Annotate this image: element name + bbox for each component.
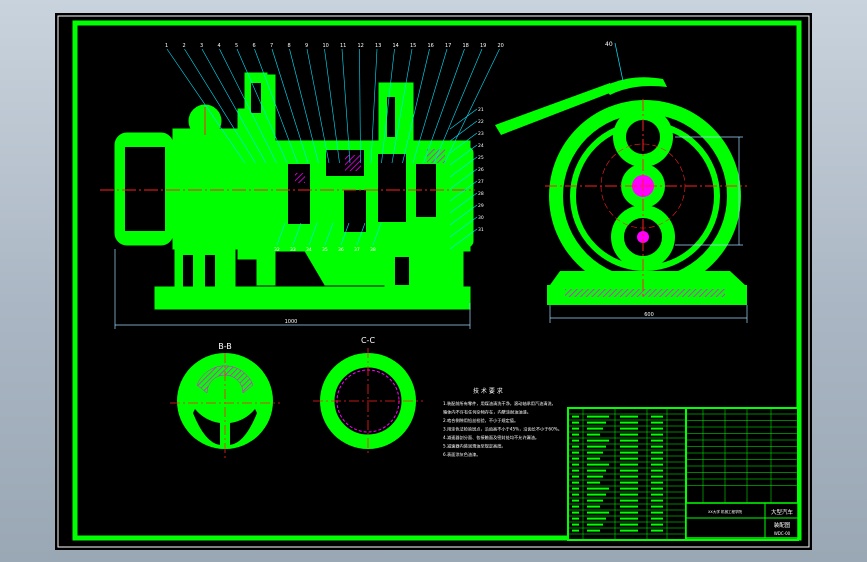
notes-line: 2.啮合侧隙用铅丝检验，不小于规定值。 [443, 417, 518, 424]
callout-label: 18 [463, 43, 469, 49]
outer-border [57, 15, 810, 548]
side-callout: 40 [605, 41, 613, 48]
callout-label: 34 [306, 247, 312, 253]
front-overall-dimension-value: 1000 [285, 319, 298, 325]
side-width-dimension: 600 [644, 312, 654, 318]
callout-label: 30 [478, 215, 484, 221]
front-overall-dimension [114, 249, 471, 329]
callout-label: 14 [393, 43, 399, 49]
callout-label: 25 [478, 155, 484, 161]
callout-label: 19 [480, 43, 486, 49]
callout-label: 28 [478, 191, 484, 197]
section-b-label: B-B [218, 342, 232, 351]
callout-label: 17 [445, 43, 451, 49]
base-plate [154, 286, 471, 304]
callout-label: 37 [354, 247, 360, 253]
callout-label: 4 [218, 43, 221, 49]
bill-of-materials [567, 407, 799, 541]
motor-stator [172, 128, 239, 250]
callout-label: 26 [478, 167, 484, 173]
front-view [114, 72, 474, 310]
callout-label: 8 [288, 43, 291, 49]
callout-label: 33 [290, 247, 296, 253]
callout-label: 5 [235, 43, 238, 49]
callout-label: 11 [340, 43, 346, 49]
title-block-code: WDC-00 [774, 531, 791, 536]
callout-label: 9 [305, 43, 308, 49]
callout-label: 2 [183, 43, 186, 49]
callout-label: 1 [165, 43, 168, 49]
notes-line: 3.用涂色法检验斑点，沿齿高不小于45%，沿齿长不小于60%。 [443, 426, 562, 433]
handle-arm [495, 83, 615, 135]
callout-label: 20 [498, 43, 504, 49]
callout-label: 6 [253, 43, 256, 49]
callout-label: 12 [358, 43, 364, 49]
callout-label: 27 [478, 179, 484, 185]
title-block: 大型汽车 装配图 WDC-00 XX大学 机械工程学院 [685, 502, 799, 539]
callout-label: 7 [270, 43, 273, 49]
callout-label: 21 [478, 107, 484, 113]
frame-border [72, 20, 802, 541]
title-block-drawing: 装配图 [774, 521, 791, 529]
callout-label: 38 [370, 247, 376, 253]
notes-line: 5.减速器内装润滑油至规定高度。 [443, 443, 506, 450]
callout-label: 10 [323, 43, 329, 49]
technical-notes: 技 术 要 求 1.装配前所有零件，用煤油清洗干净，滚动轴承用汽油清洗， 箱体内… [443, 387, 562, 458]
title-block-company: XX大学 机械工程学院 [708, 509, 742, 514]
section-c-c: C-C [313, 336, 423, 455]
title-block-name: 大型汽车 [771, 508, 794, 516]
callout-label: 16 [428, 43, 434, 49]
side-view: 600 40 [495, 41, 748, 323]
section-b-b: B-B [170, 342, 280, 458]
callout-label: 35 [322, 247, 328, 253]
notes-lines: 1.装配前所有零件，用煤油清洗干净，滚动轴承用汽油清洗， 箱体内不许有任何杂物存… [443, 400, 562, 458]
callout-label: 32 [274, 247, 280, 253]
notes-line: 4.减速器剖分面、各接触面及密封处均不允许漏油。 [443, 434, 539, 441]
callout-label: 23 [478, 131, 484, 137]
callout-label: 31 [478, 227, 484, 233]
notes-title: 技 术 要 求 [473, 387, 503, 395]
section-c-label: C-C [361, 336, 375, 345]
callout-label: 24 [478, 143, 484, 149]
callout-label: 3 [200, 43, 203, 49]
notes-line: 1.装配前所有零件，用煤油清洗干净，滚动轴承用汽油清洗， [443, 400, 556, 407]
callout-label: 36 [338, 247, 344, 253]
notes-line: 6.表面涂灰色油漆。 [443, 451, 481, 458]
notes-line: 箱体内不许有任何杂物存在，内壁涂耐油油漆。 [443, 409, 531, 416]
callout-label: 29 [478, 203, 484, 209]
callout-label: 15 [410, 43, 416, 49]
callout-label: 22 [478, 119, 484, 125]
callout-label: 13 [375, 43, 381, 49]
